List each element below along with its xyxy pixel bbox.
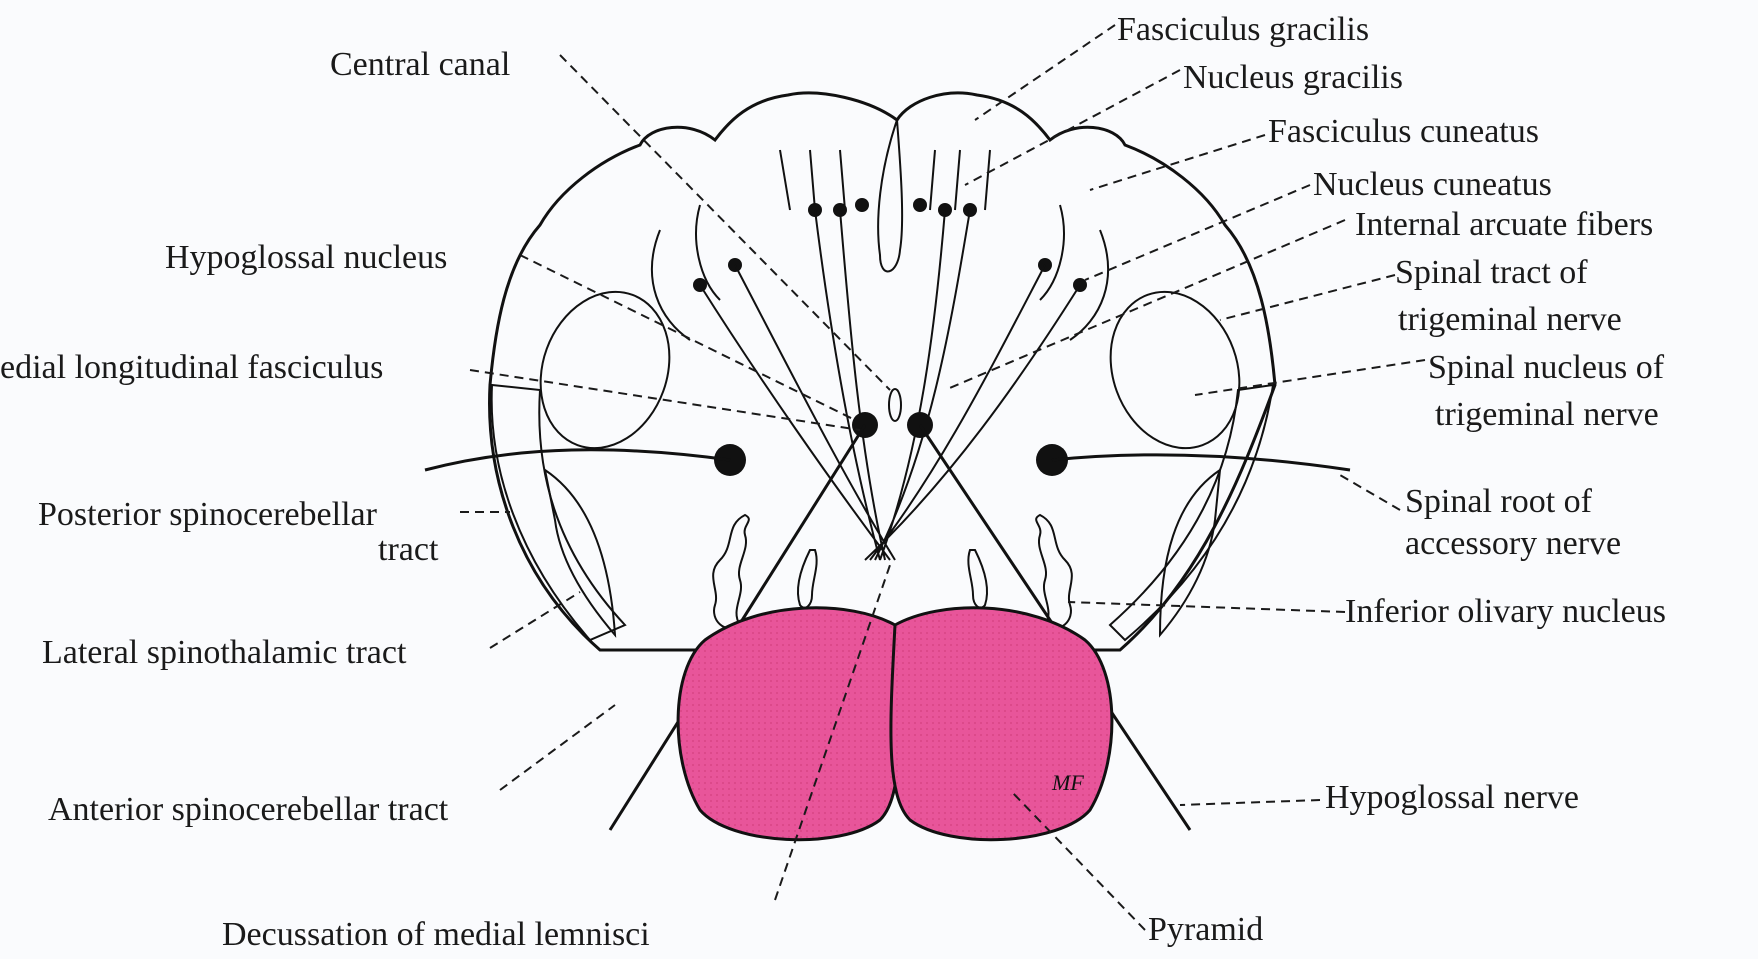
label-hypoglossal-nerve: Hypoglossal nerve [1325,779,1579,816]
leader-fasciculus-gracilis [975,25,1115,120]
label-internal-arcuate: Internal arcuate fibers [1355,206,1653,243]
label-central-canal: Central canal [330,46,510,83]
leader-hypoglossal-nerve [1180,800,1320,805]
label-posterior-spinocerebellar-1: Posterior spinocerebellar [38,496,378,533]
label-medial-longitudinal-fasciculus: edial longitudinal fasciculus [0,349,383,386]
label-fasciculus-gracilis: Fasciculus gracilis [1117,11,1369,48]
artist-signature: MF [1051,770,1084,795]
label-lateral-spinothalamic: Lateral spinothalamic tract [42,634,407,671]
label-spinal-nucleus-trigeminal-2: trigeminal nerve [1435,396,1659,433]
label-spinal-root-accessory-1: Spinal root of [1405,483,1593,520]
leader-lateral-spinothalamic [490,592,580,648]
pyramid-left [678,608,899,840]
label-nucleus-gracilis: Nucleus gracilis [1183,59,1403,96]
pyramid-right [891,608,1112,840]
label-decussation: Decussation of medial lemnisci [222,916,650,953]
label-spinal-tract-trigeminal-2: trigeminal nerve [1398,301,1622,338]
label-inferior-olivary: Inferior olivary nucleus [1345,593,1666,630]
label-posterior-spinocerebellar-2: tract [378,531,439,568]
nucleus-gracilis-dot-l3 [855,198,869,212]
label-hypoglossal-nucleus: Hypoglossal nucleus [165,239,447,276]
nucleus-gracilis-dot-r1 [913,198,927,212]
leader-anterior-spinocerebellar [500,705,615,790]
label-pyramid: Pyramid [1148,911,1263,948]
label-nucleus-cuneatus: Nucleus cuneatus [1313,166,1552,203]
label-spinal-root-accessory-2: accessory nerve [1405,525,1621,562]
label-spinal-tract-trigeminal-1: Spinal tract of [1395,254,1588,291]
leader-spinal-root-accessory [1340,475,1400,510]
label-spinal-nucleus-trigeminal-1: Spinal nucleus of [1428,349,1665,386]
label-anterior-spinocerebellar: Anterior spinocerebellar tract [48,791,449,828]
label-fasciculus-cuneatus: Fasciculus cuneatus [1268,113,1539,150]
